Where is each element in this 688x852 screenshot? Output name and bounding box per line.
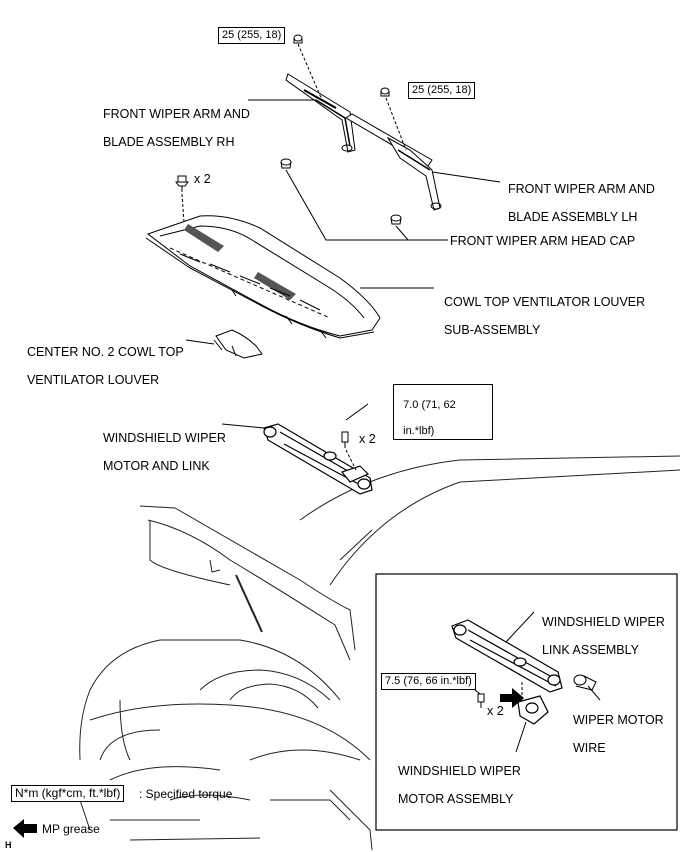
legend-grease-desc: MP grease bbox=[42, 822, 100, 836]
label-link-assembly: WINDSHIELD WIPER LINK ASSEMBLY bbox=[535, 601, 665, 657]
motor-and-link-drawing bbox=[263, 423, 373, 495]
center-louver-drawing bbox=[213, 329, 263, 359]
label-cowl-louver-line1: COWL TOP VENTILATOR LOUVER bbox=[443, 295, 646, 309]
label-cowl-louver-line2: SUB-ASSEMBLY bbox=[443, 323, 541, 337]
head-cap-right bbox=[390, 214, 402, 225]
label-motor-link: WINDSHIELD WIPER MOTOR AND LINK bbox=[96, 417, 226, 473]
label-wiper-lh-line1: FRONT WIPER ARM AND bbox=[507, 182, 655, 196]
vehicle-body-outline bbox=[79, 455, 681, 851]
mp-grease-arrow-inset bbox=[500, 688, 524, 708]
label-link-assembly-line2: LINK ASSEMBLY bbox=[541, 643, 639, 657]
clip-dashed-line bbox=[181, 193, 185, 223]
mp-grease-arrow-legend bbox=[13, 819, 37, 838]
nut-lh-dashed-line bbox=[385, 97, 407, 151]
label-motor-assembly-line2: MOTOR ASSEMBLY bbox=[397, 792, 514, 806]
detail-inset-frame bbox=[375, 573, 678, 831]
head-cap-left bbox=[280, 158, 292, 169]
arm-nut-lh bbox=[380, 87, 390, 97]
arm-nut-rh bbox=[293, 34, 303, 44]
torque-box-motor: 7.5 (76, 66 in.*lbf) bbox=[381, 673, 476, 690]
label-center-louver-line1: CENTER NO. 2 COWL TOP bbox=[26, 345, 184, 359]
bolt-dashed-line bbox=[345, 449, 357, 471]
torque-motor-link-line2: in.*lbf) bbox=[403, 425, 435, 437]
motor-bolt bbox=[477, 693, 485, 708]
legend-torque-desc: : Specified torque bbox=[139, 787, 233, 801]
label-motor-wire-line2: WIRE bbox=[572, 741, 606, 755]
label-motor-assembly: WINDSHIELD WIPER MOTOR ASSEMBLY bbox=[391, 750, 521, 806]
label-motor-link-line2: MOTOR AND LINK bbox=[102, 459, 210, 473]
torque-motor-link-line1: 7.0 (71, 62 bbox=[403, 399, 456, 411]
cowl-louver-drawing bbox=[145, 215, 381, 339]
link-assembly-drawing bbox=[451, 619, 563, 693]
label-wiper-rh-line1: FRONT WIPER ARM AND bbox=[102, 107, 250, 121]
label-center-louver: CENTER NO. 2 COWL TOP VENTILATOR LOUVER bbox=[20, 331, 184, 387]
torque-box-arm-lh: 25 (255, 18) bbox=[408, 82, 476, 99]
leader-lines bbox=[185, 99, 601, 753]
motor-assembly-drawing bbox=[517, 695, 549, 725]
torque-leader-motor-link bbox=[345, 403, 369, 421]
legend-torque-unit-box: N*m (kgf*cm, ft.*lbf) bbox=[11, 785, 125, 802]
qty-link-bolts: x 2 bbox=[359, 432, 376, 446]
nut-rh-dashed-line bbox=[297, 43, 323, 101]
cowl-clip bbox=[175, 175, 189, 192]
label-center-louver-line2: VENTILATOR LOUVER bbox=[26, 373, 160, 387]
legend-corner-mark: H bbox=[5, 840, 12, 850]
motor-link-bolt bbox=[341, 431, 349, 448]
label-motor-link-line1: WINDSHIELD WIPER bbox=[102, 431, 226, 445]
torque-box-arm-rh: 25 (255, 18) bbox=[218, 27, 286, 44]
label-wiper-rh: FRONT WIPER ARM AND BLADE ASSEMBLY RH bbox=[96, 93, 250, 149]
motor-wire-drawing bbox=[573, 674, 597, 691]
label-head-cap: FRONT WIPER ARM HEAD CAP bbox=[450, 234, 636, 248]
torque-box-motor-link: 7.0 (71, 62 in.*lbf) bbox=[393, 384, 493, 440]
label-motor-wire: WIPER MOTOR WIRE bbox=[566, 699, 664, 755]
wiper-arm-rh bbox=[285, 73, 356, 153]
label-link-assembly-line1: WINDSHIELD WIPER bbox=[541, 615, 665, 629]
wiper-arm-lh bbox=[345, 113, 442, 211]
label-wiper-lh-line2: BLADE ASSEMBLY LH bbox=[507, 210, 638, 224]
label-wiper-lh: FRONT WIPER ARM AND BLADE ASSEMBLY LH bbox=[501, 168, 655, 224]
qty-motor-bolts: x 2 bbox=[487, 704, 504, 718]
label-motor-assembly-line1: WINDSHIELD WIPER bbox=[397, 764, 521, 778]
label-wiper-rh-line2: BLADE ASSEMBLY RH bbox=[102, 135, 235, 149]
label-motor-wire-line1: WIPER MOTOR bbox=[572, 713, 664, 727]
qty-cowl-clip: x 2 bbox=[194, 172, 211, 186]
label-cowl-louver: COWL TOP VENTILATOR LOUVER SUB-ASSEMBLY bbox=[437, 281, 645, 337]
